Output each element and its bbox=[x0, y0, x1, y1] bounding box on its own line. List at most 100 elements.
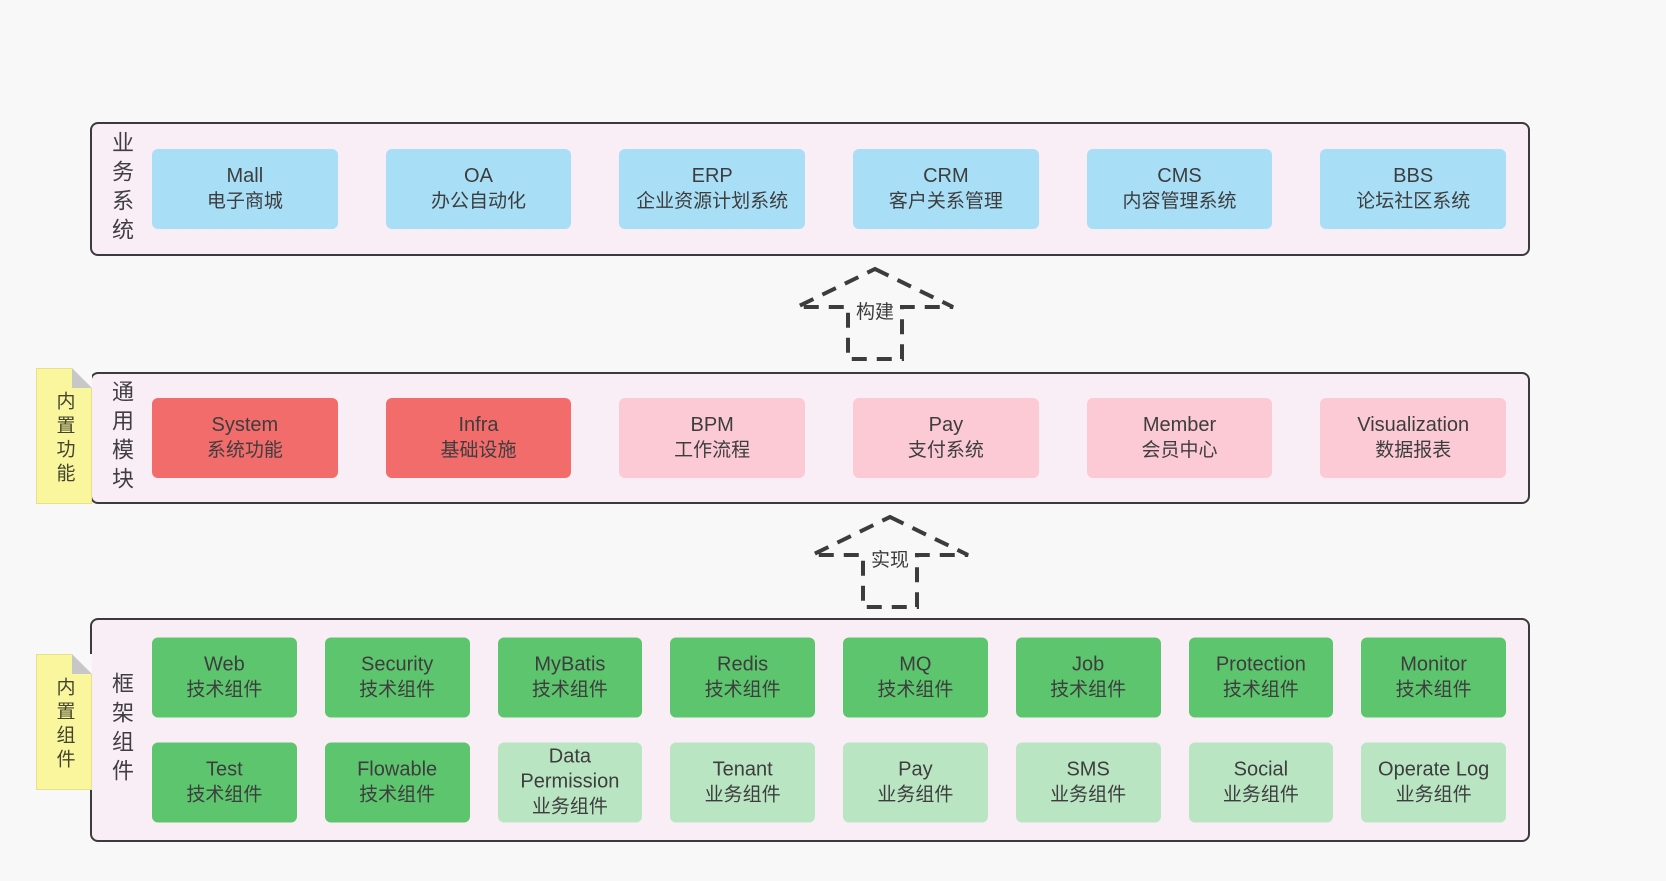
framework-component-box-security: Security 技术组件 bbox=[324, 637, 470, 718]
framework-component-box-test: Test 技术组件 bbox=[152, 742, 297, 823]
box-subtitle: 客户关系管理 bbox=[888, 190, 1003, 212]
sticky-note-text: 内置功能 bbox=[53, 390, 75, 487]
band-common-modules: 通用模块 System 系统功能 Infra 基础设施 BPM 工作流程 Pay 支付系统 Me… bbox=[90, 372, 1530, 504]
box-subtitle: 论坛社区系统 bbox=[1356, 190, 1471, 212]
box-title: Operate Log bbox=[1378, 758, 1490, 780]
box-title: Data Permission bbox=[520, 745, 620, 793]
common-module-box-infra: Infra 基础设施 bbox=[385, 398, 572, 478]
arrow-implement: 实现 bbox=[805, 512, 975, 612]
box-subtitle: 技术组件 bbox=[359, 784, 436, 805]
box-title: Infra bbox=[458, 413, 499, 436]
box-title: MyBatis bbox=[534, 653, 606, 675]
arrow-build-label: 构建 bbox=[851, 296, 899, 325]
sticky-note-text: 内置组件 bbox=[53, 676, 75, 773]
dashed-up-arrow-icon bbox=[796, 266, 954, 361]
box-title: CRM bbox=[923, 164, 969, 187]
box-title: Protection bbox=[1215, 653, 1306, 675]
box-title: System bbox=[211, 413, 279, 436]
box-subtitle: 业务组件 bbox=[1395, 784, 1472, 805]
sticky-note-built-in-features: 内置功能 bbox=[36, 368, 92, 504]
box-subtitle: 技术组件 bbox=[877, 679, 954, 700]
box-title: Member bbox=[1142, 413, 1217, 436]
box-subtitle: 技术组件 bbox=[359, 679, 436, 700]
box-title: Flowable bbox=[357, 758, 438, 780]
common-module-box-visualization: Visualization 数据报表 bbox=[1320, 398, 1507, 478]
box-subtitle: 技术组件 bbox=[1395, 679, 1472, 700]
box-title: OA bbox=[464, 164, 493, 187]
folded-corner-icon bbox=[72, 368, 92, 388]
box-subtitle: 基础设施 bbox=[440, 439, 517, 461]
business-system-box-mall: Mall 电子商城 bbox=[152, 149, 338, 229]
box-subtitle: 技术组件 bbox=[186, 679, 263, 700]
business-system-box-cms: CMS 内容管理系统 bbox=[1086, 149, 1273, 229]
box-subtitle: 数据报表 bbox=[1375, 439, 1452, 461]
box-subtitle: 办公自动化 bbox=[431, 190, 527, 212]
box-subtitle: 系统功能 bbox=[206, 439, 283, 461]
business-system-box-oa: OA 办公自动化 bbox=[385, 149, 572, 229]
arrow-implement-label: 实现 bbox=[866, 544, 914, 573]
common-module-box-system: System 系统功能 bbox=[152, 398, 338, 478]
box-subtitle: 技术组件 bbox=[1050, 679, 1127, 700]
common-module-box-pay: Pay 支付系统 bbox=[853, 398, 1039, 478]
box-title: ERP bbox=[691, 164, 733, 187]
box-subtitle: 工作流程 bbox=[674, 439, 751, 461]
sticky-note-built-in-components: 内置组件 bbox=[36, 654, 92, 790]
band-label-business-systems: 业务系统 bbox=[109, 131, 134, 247]
box-title: SMS bbox=[1066, 758, 1110, 780]
box-subtitle: 电子商城 bbox=[206, 190, 283, 212]
box-title: Tenant bbox=[712, 758, 773, 780]
box-subtitle: 业务组件 bbox=[1050, 784, 1127, 805]
business-system-box-crm: CRM 客户关系管理 bbox=[853, 149, 1039, 229]
box-subtitle: 业务组件 bbox=[877, 784, 954, 805]
folded-corner-icon bbox=[72, 654, 92, 674]
box-title: MQ bbox=[899, 653, 932, 675]
box-title: Web bbox=[203, 653, 245, 675]
box-subtitle: 业务组件 bbox=[1222, 784, 1299, 805]
arrow-build: 构建 bbox=[790, 264, 960, 364]
box-subtitle: 技术组件 bbox=[704, 679, 781, 700]
framework-component-box-job: Job 技术组件 bbox=[1015, 637, 1161, 718]
box-subtitle: 业务组件 bbox=[704, 784, 781, 805]
framework-component-box-data-permission: Data Permission 业务组件 bbox=[497, 742, 643, 823]
dashed-up-arrow-icon bbox=[811, 514, 969, 609]
box-title: Redis bbox=[717, 653, 769, 675]
box-subtitle: 会员中心 bbox=[1141, 439, 1218, 461]
framework-component-box-tenant: Tenant 业务组件 bbox=[670, 742, 815, 823]
box-subtitle: 技术组件 bbox=[186, 784, 263, 805]
box-subtitle: 技术组件 bbox=[1222, 679, 1299, 700]
box-title: Pay bbox=[898, 758, 933, 780]
framework-component-box-protection: Protection 技术组件 bbox=[1188, 637, 1334, 718]
box-title: Visualization bbox=[1357, 413, 1470, 436]
band-business-systems: 业务系统 Mall 电子商城 OA 办公自动化 ERP 企业资源计划系统 CRM 客户关系管理… bbox=[90, 122, 1530, 256]
business-systems-boxes: Mall 电子商城 OA 办公自动化 ERP 企业资源计划系统 CRM 客户关系管理 CMS 内容… bbox=[152, 149, 1507, 229]
box-title: Job bbox=[1072, 653, 1105, 675]
band-label-common-modules: 通用模块 bbox=[109, 380, 134, 496]
box-subtitle: 企业资源计划系统 bbox=[636, 190, 789, 212]
band-label-framework-components: 框架组件 bbox=[109, 672, 134, 788]
box-subtitle: 支付系统 bbox=[907, 439, 984, 461]
framework-component-box-sms: SMS 业务组件 bbox=[1015, 742, 1161, 823]
common-module-box-member: Member 会员中心 bbox=[1086, 398, 1273, 478]
box-title: Security bbox=[361, 653, 434, 675]
box-title: CMS bbox=[1157, 164, 1202, 187]
framework-component-box-mq: MQ 技术组件 bbox=[843, 637, 988, 718]
common-modules-boxes: System 系统功能 Infra 基础设施 BPM 工作流程 Pay 支付系统 Member 会… bbox=[152, 398, 1507, 478]
box-title: Pay bbox=[928, 413, 964, 436]
box-subtitle: 内容管理系统 bbox=[1122, 190, 1237, 212]
box-title: Social bbox=[1233, 758, 1289, 780]
box-title: Mall bbox=[226, 164, 264, 187]
box-title: Test bbox=[206, 758, 243, 780]
common-module-box-bpm: BPM 工作流程 bbox=[619, 398, 806, 478]
framework-component-box-operate-log: Operate Log 业务组件 bbox=[1361, 742, 1506, 823]
framework-component-box-redis: Redis 技术组件 bbox=[670, 637, 815, 718]
framework-component-box-pay: Pay 业务组件 bbox=[843, 742, 988, 823]
box-subtitle: 业务组件 bbox=[531, 796, 608, 818]
box-title: BPM bbox=[690, 413, 734, 436]
